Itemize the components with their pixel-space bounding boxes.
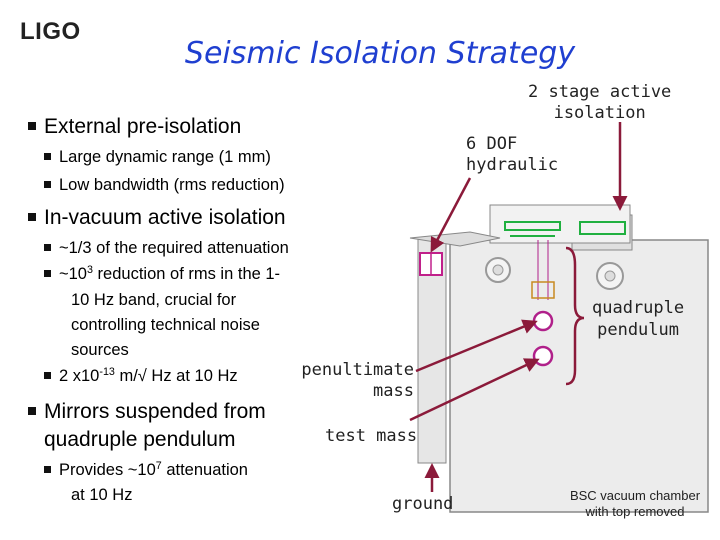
bullet-invacuum-3: 2 x10-13 m/√ Hz at 10 Hz <box>44 367 238 386</box>
viewport-right-inner <box>604 270 616 282</box>
top-mass <box>531 281 555 299</box>
arrow-penultimate <box>415 319 538 373</box>
bullet-mirrors-1: Provides ~107 attenuation <box>44 461 248 480</box>
arrow-test-mass <box>409 358 540 422</box>
bullet-external-1: Large dynamic range (1 mm) <box>44 148 271 167</box>
bullet-invacuum-2: ~103 reduction of rms in the 1- <box>44 265 280 284</box>
test-mass-optic <box>532 345 554 367</box>
bullet-invacuum-2-line2: 10 Hz band, crucial for <box>71 291 237 309</box>
arrow-6dof <box>430 177 472 253</box>
chamber-body <box>449 239 709 513</box>
quadruple-brace <box>565 246 585 386</box>
bullet-mirrors: Mirrors suspended from <box>28 400 266 424</box>
label-ground: ground <box>392 494 454 514</box>
viewport-left-inner <box>492 264 504 276</box>
label-test-mass: test mass <box>325 426 418 446</box>
bullet-invacuum-2-line4: sources <box>71 341 129 359</box>
bullet-mirrors-1-line2: at 10 Hz <box>71 486 133 504</box>
bullet-invacuum: In-vacuum active isolation <box>28 206 286 230</box>
bullet-invacuum-2-line3: controlling technical noise <box>71 316 260 334</box>
bullet-mirrors-line2: quadruple pendulum <box>44 428 236 451</box>
bullet-external-2: Low bandwidth (rms reduction) <box>44 176 285 195</box>
isolation-stage-1 <box>504 221 561 231</box>
penultimate-mass-optic <box>532 310 554 332</box>
isolation-stage-2 <box>579 221 626 235</box>
ligo-logo: LIGO <box>20 18 81 45</box>
bullet-external: External pre-isolation <box>28 115 241 139</box>
slide-title: Seismic Isolation Strategy <box>184 36 576 71</box>
bullet-invacuum-1: ~1/3 of the required attenuation <box>44 239 289 258</box>
